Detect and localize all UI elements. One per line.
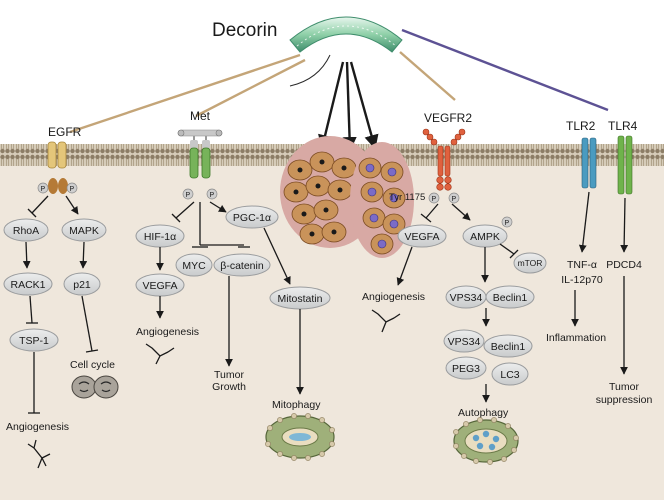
vegfr2-pathway-node-vegfa: VEGFA bbox=[397, 224, 447, 248]
svg-text:P: P bbox=[505, 220, 510, 227]
svg-text:VPS34: VPS34 bbox=[450, 292, 483, 304]
met-pathway-node-hif1a: HIF-1α bbox=[135, 224, 185, 248]
svg-text:Beclin1: Beclin1 bbox=[493, 292, 528, 304]
met-angiogenesis-label: Angiogenesis bbox=[136, 326, 199, 338]
svg-text:HIF-1α: HIF-1α bbox=[144, 231, 176, 243]
tlr2-label: TLR2 bbox=[566, 119, 596, 133]
vegfr2-pathway-node-vps34-b: VPS34 bbox=[443, 329, 485, 353]
met-pathway-node-mitostatin: Mitostatin bbox=[269, 286, 331, 310]
egfr-phospho-badges: P P bbox=[37, 182, 78, 194]
tlr4-receptor-icon bbox=[617, 135, 633, 195]
tlr4-label: TLR4 bbox=[608, 119, 638, 133]
vegfr2-angiogenesis-label: Angiogenesis bbox=[362, 291, 425, 303]
decorin-title: Decorin bbox=[212, 20, 277, 41]
decorin-to-tumor-arrows bbox=[318, 61, 379, 152]
vegfr2-tyr1175-label: Tyr 1175 bbox=[389, 192, 425, 203]
met-mitophagy-label: Mitophagy bbox=[272, 399, 321, 411]
svg-text:β-catenin: β-catenin bbox=[220, 260, 264, 272]
tlr-inflammation-label: Inflammation bbox=[546, 332, 606, 344]
tlr-il12-label: IL-12p70 bbox=[561, 274, 603, 286]
tlr-tumor-suppression-label-line2: suppression bbox=[596, 394, 653, 406]
svg-text:LC3: LC3 bbox=[500, 369, 519, 381]
svg-text:MYC: MYC bbox=[182, 260, 206, 272]
decorin-connector-lines bbox=[69, 28, 609, 134]
vegfr2-receptor-icon bbox=[422, 128, 466, 191]
blood-vessel-icon bbox=[145, 343, 175, 365]
vegfr2-autophagy-label: Autophagy bbox=[458, 407, 509, 419]
met-pathway-node-myc: MYC bbox=[175, 253, 213, 277]
met-label: Met bbox=[190, 109, 211, 123]
egfr-pathway-node-mapk: MAPK bbox=[61, 218, 107, 242]
svg-text:P: P bbox=[70, 186, 75, 193]
egfr-pathway-node-rack1: RACK1 bbox=[3, 272, 53, 296]
tlr-tnfa-label: TNF-α bbox=[567, 259, 597, 271]
met-phospho-badges: P P bbox=[182, 188, 218, 200]
tumor-cell-cluster-icon bbox=[280, 136, 414, 258]
mitophagy-vesicle-icon bbox=[265, 413, 335, 461]
egfr-angiogenesis-label: Angiogenesis bbox=[6, 421, 69, 433]
met-receptor-icon bbox=[177, 129, 223, 179]
tlr-tumor-suppression-label-line1: Tumor bbox=[609, 381, 639, 393]
svg-text:Beclin1: Beclin1 bbox=[491, 341, 526, 353]
svg-text:p21: p21 bbox=[73, 279, 91, 291]
egfr-pathway-arrows bbox=[22, 195, 99, 414]
autophagosome-vesicle-icon bbox=[453, 417, 519, 465]
blood-vessel-icon bbox=[371, 309, 401, 333]
tlr2-receptor-icon bbox=[581, 137, 597, 189]
svg-text:MAPK: MAPK bbox=[69, 225, 99, 237]
svg-text:Mitostatin: Mitostatin bbox=[278, 293, 323, 305]
svg-text:mTOR: mTOR bbox=[518, 258, 543, 268]
met-pathway-node-vegfa: VEGFA bbox=[135, 273, 185, 297]
svg-text:P: P bbox=[41, 186, 46, 193]
tlr-pdcd4-label: PDCD4 bbox=[606, 259, 642, 271]
svg-text:PGC-1α: PGC-1α bbox=[233, 212, 271, 224]
vegfr2-label: VEGFR2 bbox=[424, 111, 472, 125]
blood-vessel-icon bbox=[27, 439, 51, 469]
met-pathway-node-pgc1a: PGC-1α bbox=[225, 205, 279, 229]
vegfr2-pathway-node-mtor: mTOR bbox=[513, 252, 547, 274]
svg-text:RhoA: RhoA bbox=[13, 225, 39, 237]
svg-text:P: P bbox=[186, 192, 191, 199]
tlr-pathway-arrows bbox=[571, 191, 629, 375]
met-tumor-growth-label-line2: Growth bbox=[212, 381, 246, 393]
vegfr2-pathway-node-lc3: LC3 bbox=[491, 362, 529, 386]
svg-text:TSP-1: TSP-1 bbox=[19, 335, 49, 347]
egfr-pathway-node-tsp1: TSP-1 bbox=[9, 328, 59, 352]
egfr-pathway-node-p21: p21 bbox=[63, 272, 101, 296]
decorin-proteoglycan-icon bbox=[289, 16, 403, 53]
svg-text:VPS34: VPS34 bbox=[448, 336, 481, 348]
vegfr2-pathway-node-vps34-a: VPS34 bbox=[445, 285, 487, 309]
svg-text:PEG3: PEG3 bbox=[452, 363, 480, 375]
vegfr2-pathway-arrows bbox=[396, 203, 519, 403]
svg-text:VEGFA: VEGFA bbox=[404, 231, 439, 243]
dividing-cell-icon bbox=[71, 375, 119, 399]
met-pathway-node-beta-catenin: β-catenin bbox=[213, 253, 271, 277]
svg-text:P: P bbox=[210, 192, 215, 199]
svg-text:RACK1: RACK1 bbox=[10, 279, 45, 291]
vegfr2-phospho-badges: P P P bbox=[428, 192, 513, 228]
met-tumor-growth-label-line1: Tumor bbox=[214, 369, 244, 381]
vegfr2-pathway-node-beclin1-b: Beclin1 bbox=[483, 334, 533, 358]
egfr-label: EGFR bbox=[48, 125, 82, 139]
vegfr2-pathway-node-peg3: PEG3 bbox=[445, 356, 487, 380]
svg-text:VEGFA: VEGFA bbox=[142, 280, 177, 292]
met-pathway-arrows bbox=[156, 201, 304, 395]
svg-text:P: P bbox=[432, 196, 437, 203]
egfr-pathway-node-rhoa: RhoA bbox=[3, 218, 49, 242]
egfr-cell-cycle-label: Cell cycle bbox=[70, 359, 115, 371]
svg-text:AMPK: AMPK bbox=[470, 231, 500, 243]
vegfr2-pathway-node-beclin1-a: Beclin1 bbox=[485, 285, 535, 309]
egfr-receptor-icon bbox=[47, 141, 68, 194]
svg-text:P: P bbox=[452, 196, 457, 203]
